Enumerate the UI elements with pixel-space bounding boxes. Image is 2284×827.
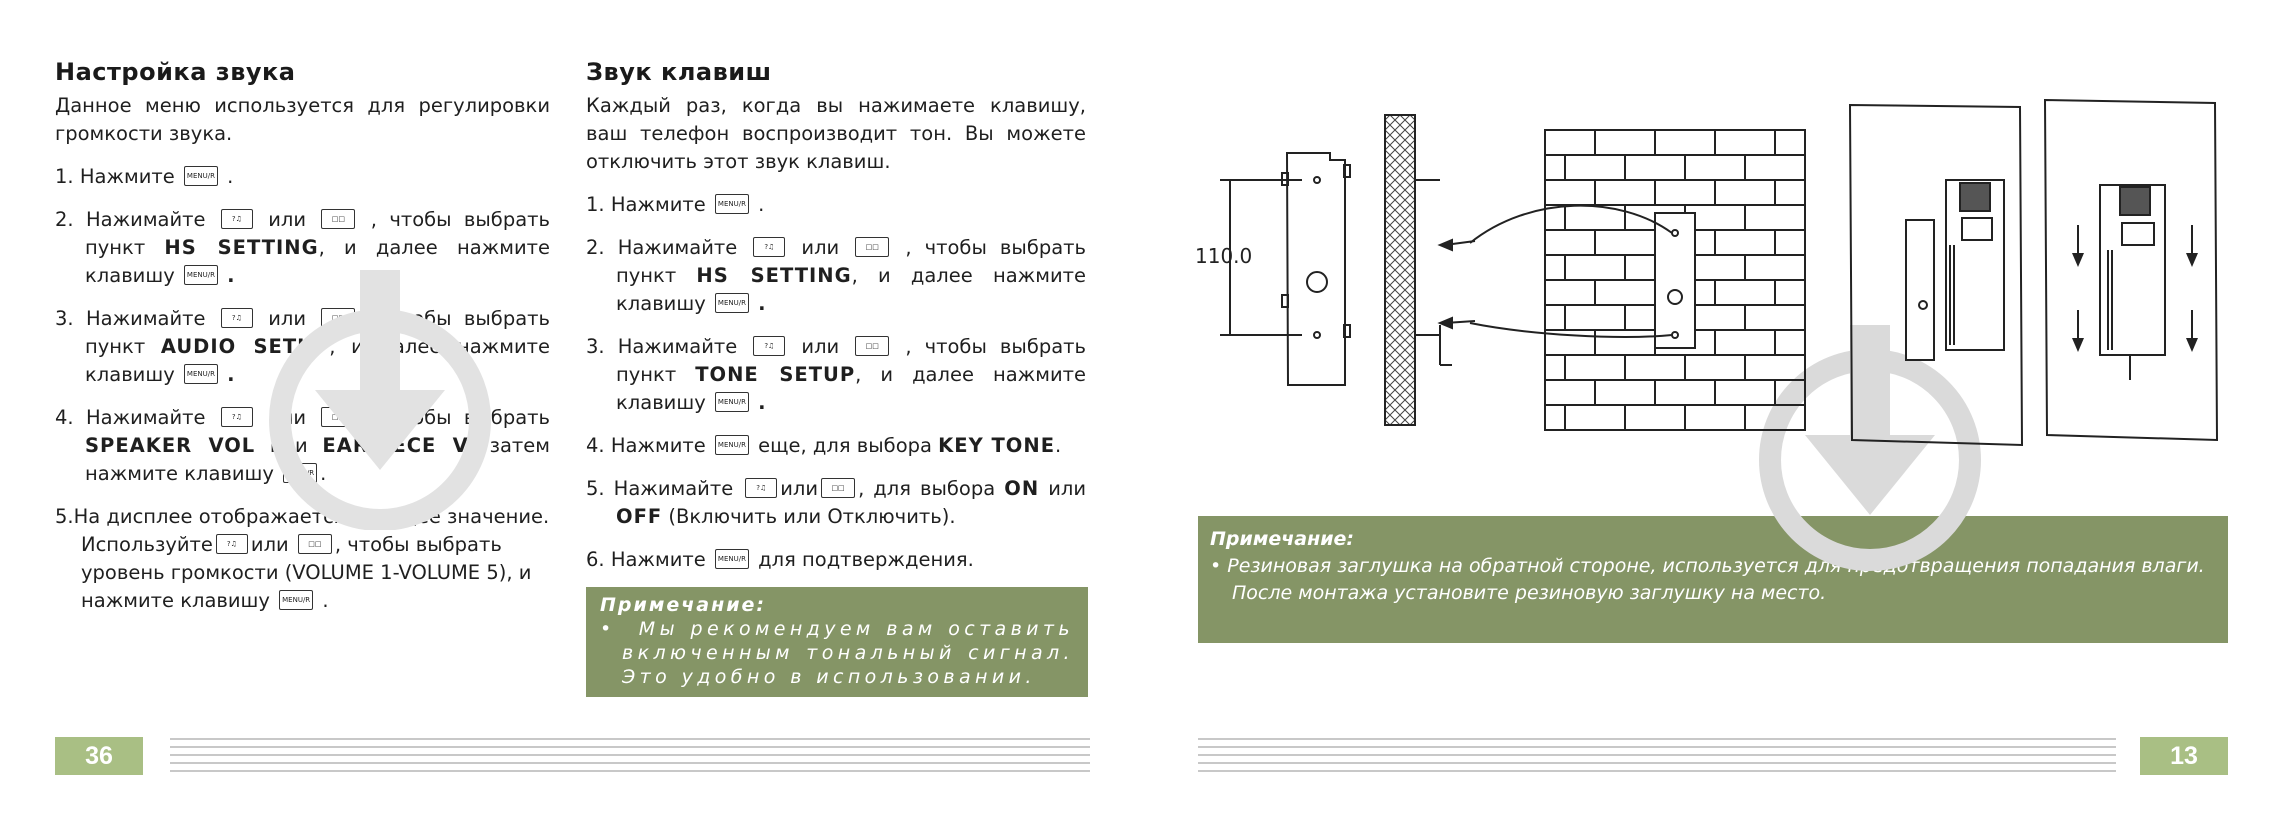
- menu-key-icon: MENU/R: [283, 462, 318, 483]
- menu-key-icon: MENU/R: [183, 363, 218, 384]
- page-number-right: 13: [2140, 737, 2228, 775]
- step-4: 4. Нажмите MENU/R еще, для выбора KEY TO…: [586, 434, 1062, 457]
- step-2: 2. Нажимайте ?♫ или □□ , чтобы выбрать п…: [55, 208, 550, 287]
- step-5: 5.На дисплее отображается текущее значен…: [55, 505, 550, 612]
- note-item: • Мы рекомендуем вам оставить включенным…: [600, 618, 1074, 688]
- footer-rules-left: [170, 738, 1090, 772]
- note-title: Примечание:: [1210, 528, 1355, 550]
- note-title: Примечание:: [600, 594, 767, 616]
- down-key-icon: □□: [321, 208, 356, 229]
- section-sound-settings: Настройка звука Данное меню используется…: [55, 58, 550, 615]
- down-key-icon: □□: [297, 533, 332, 554]
- down-key-icon: □□: [855, 335, 890, 356]
- up-key-icon: ?♫: [220, 208, 253, 229]
- step-3: 3. Нажимайте ?♫ или □□ , чтобы выбрать п…: [586, 335, 1087, 414]
- menu-key-icon: MENU/R: [714, 292, 749, 313]
- down-key-icon: □□: [321, 406, 356, 427]
- section-intro: Данное меню используется для регулировки…: [55, 94, 550, 145]
- menu-key-icon: MENU/R: [183, 264, 218, 285]
- wall-mounting-illustration: 110.0: [1195, 98, 2219, 447]
- section-intro: Каждый раз, когда вы нажимаете клавишу, …: [586, 94, 1086, 173]
- menu-key-icon: MENU/R: [714, 548, 749, 569]
- up-key-icon: ?♫: [220, 406, 253, 427]
- step-6: 6. Нажмите MENU/R для подтверждения.: [586, 548, 974, 571]
- step-4: 4. Нажимайте ?♫ или □□ , чтобы выбрать S…: [55, 406, 550, 485]
- down-key-icon: □□: [855, 236, 890, 257]
- page-number-left: 36: [55, 737, 143, 775]
- section-title: Настройка звука: [55, 58, 296, 86]
- step-1: 1. Нажмите MENU/R .: [586, 193, 765, 216]
- step-2: 2. Нажимайте ?♫ или □□ , чтобы выбрать п…: [586, 236, 1087, 315]
- section-key-tone: Звук клавиш Каждый раз, когда вы нажимае…: [586, 58, 1086, 574]
- up-key-icon: ?♫: [753, 335, 786, 356]
- note-item: • Резиновая заглушка на обратной стороне…: [1210, 555, 2205, 604]
- up-key-icon: ?♫: [745, 477, 778, 498]
- menu-key-icon: MENU/R: [714, 193, 749, 214]
- up-key-icon: ?♫: [753, 236, 786, 257]
- down-key-icon: □□: [821, 477, 856, 498]
- menu-key-icon: MENU/R: [714, 434, 749, 455]
- note-mounting: Примечание: • Резиновая заглушка на обра…: [1198, 516, 2228, 643]
- footer-rules-right: [1198, 738, 2116, 772]
- menu-key-icon: MENU/R: [279, 589, 314, 610]
- down-key-icon: □□: [321, 307, 356, 328]
- step-5: 5. Нажимайте ?♫или□□, для выбора ON или …: [586, 477, 1087, 528]
- dimension-label: 110.0: [1195, 244, 1252, 268]
- up-key-icon: ?♫: [220, 307, 253, 328]
- step-1: 1. Нажмите MENU/R .: [55, 165, 234, 188]
- menu-key-icon: MENU/R: [183, 165, 218, 186]
- menu-key-icon: MENU/R: [714, 391, 749, 412]
- note-key-tone: Примечание: • Мы рекомендуем вам оставит…: [586, 587, 1088, 697]
- section-title: Звук клавиш: [586, 58, 772, 86]
- up-key-icon: ?♫: [215, 533, 248, 554]
- step-3: 3. Нажимайте ?♫ или □□ , чтобы выбрать п…: [55, 307, 550, 386]
